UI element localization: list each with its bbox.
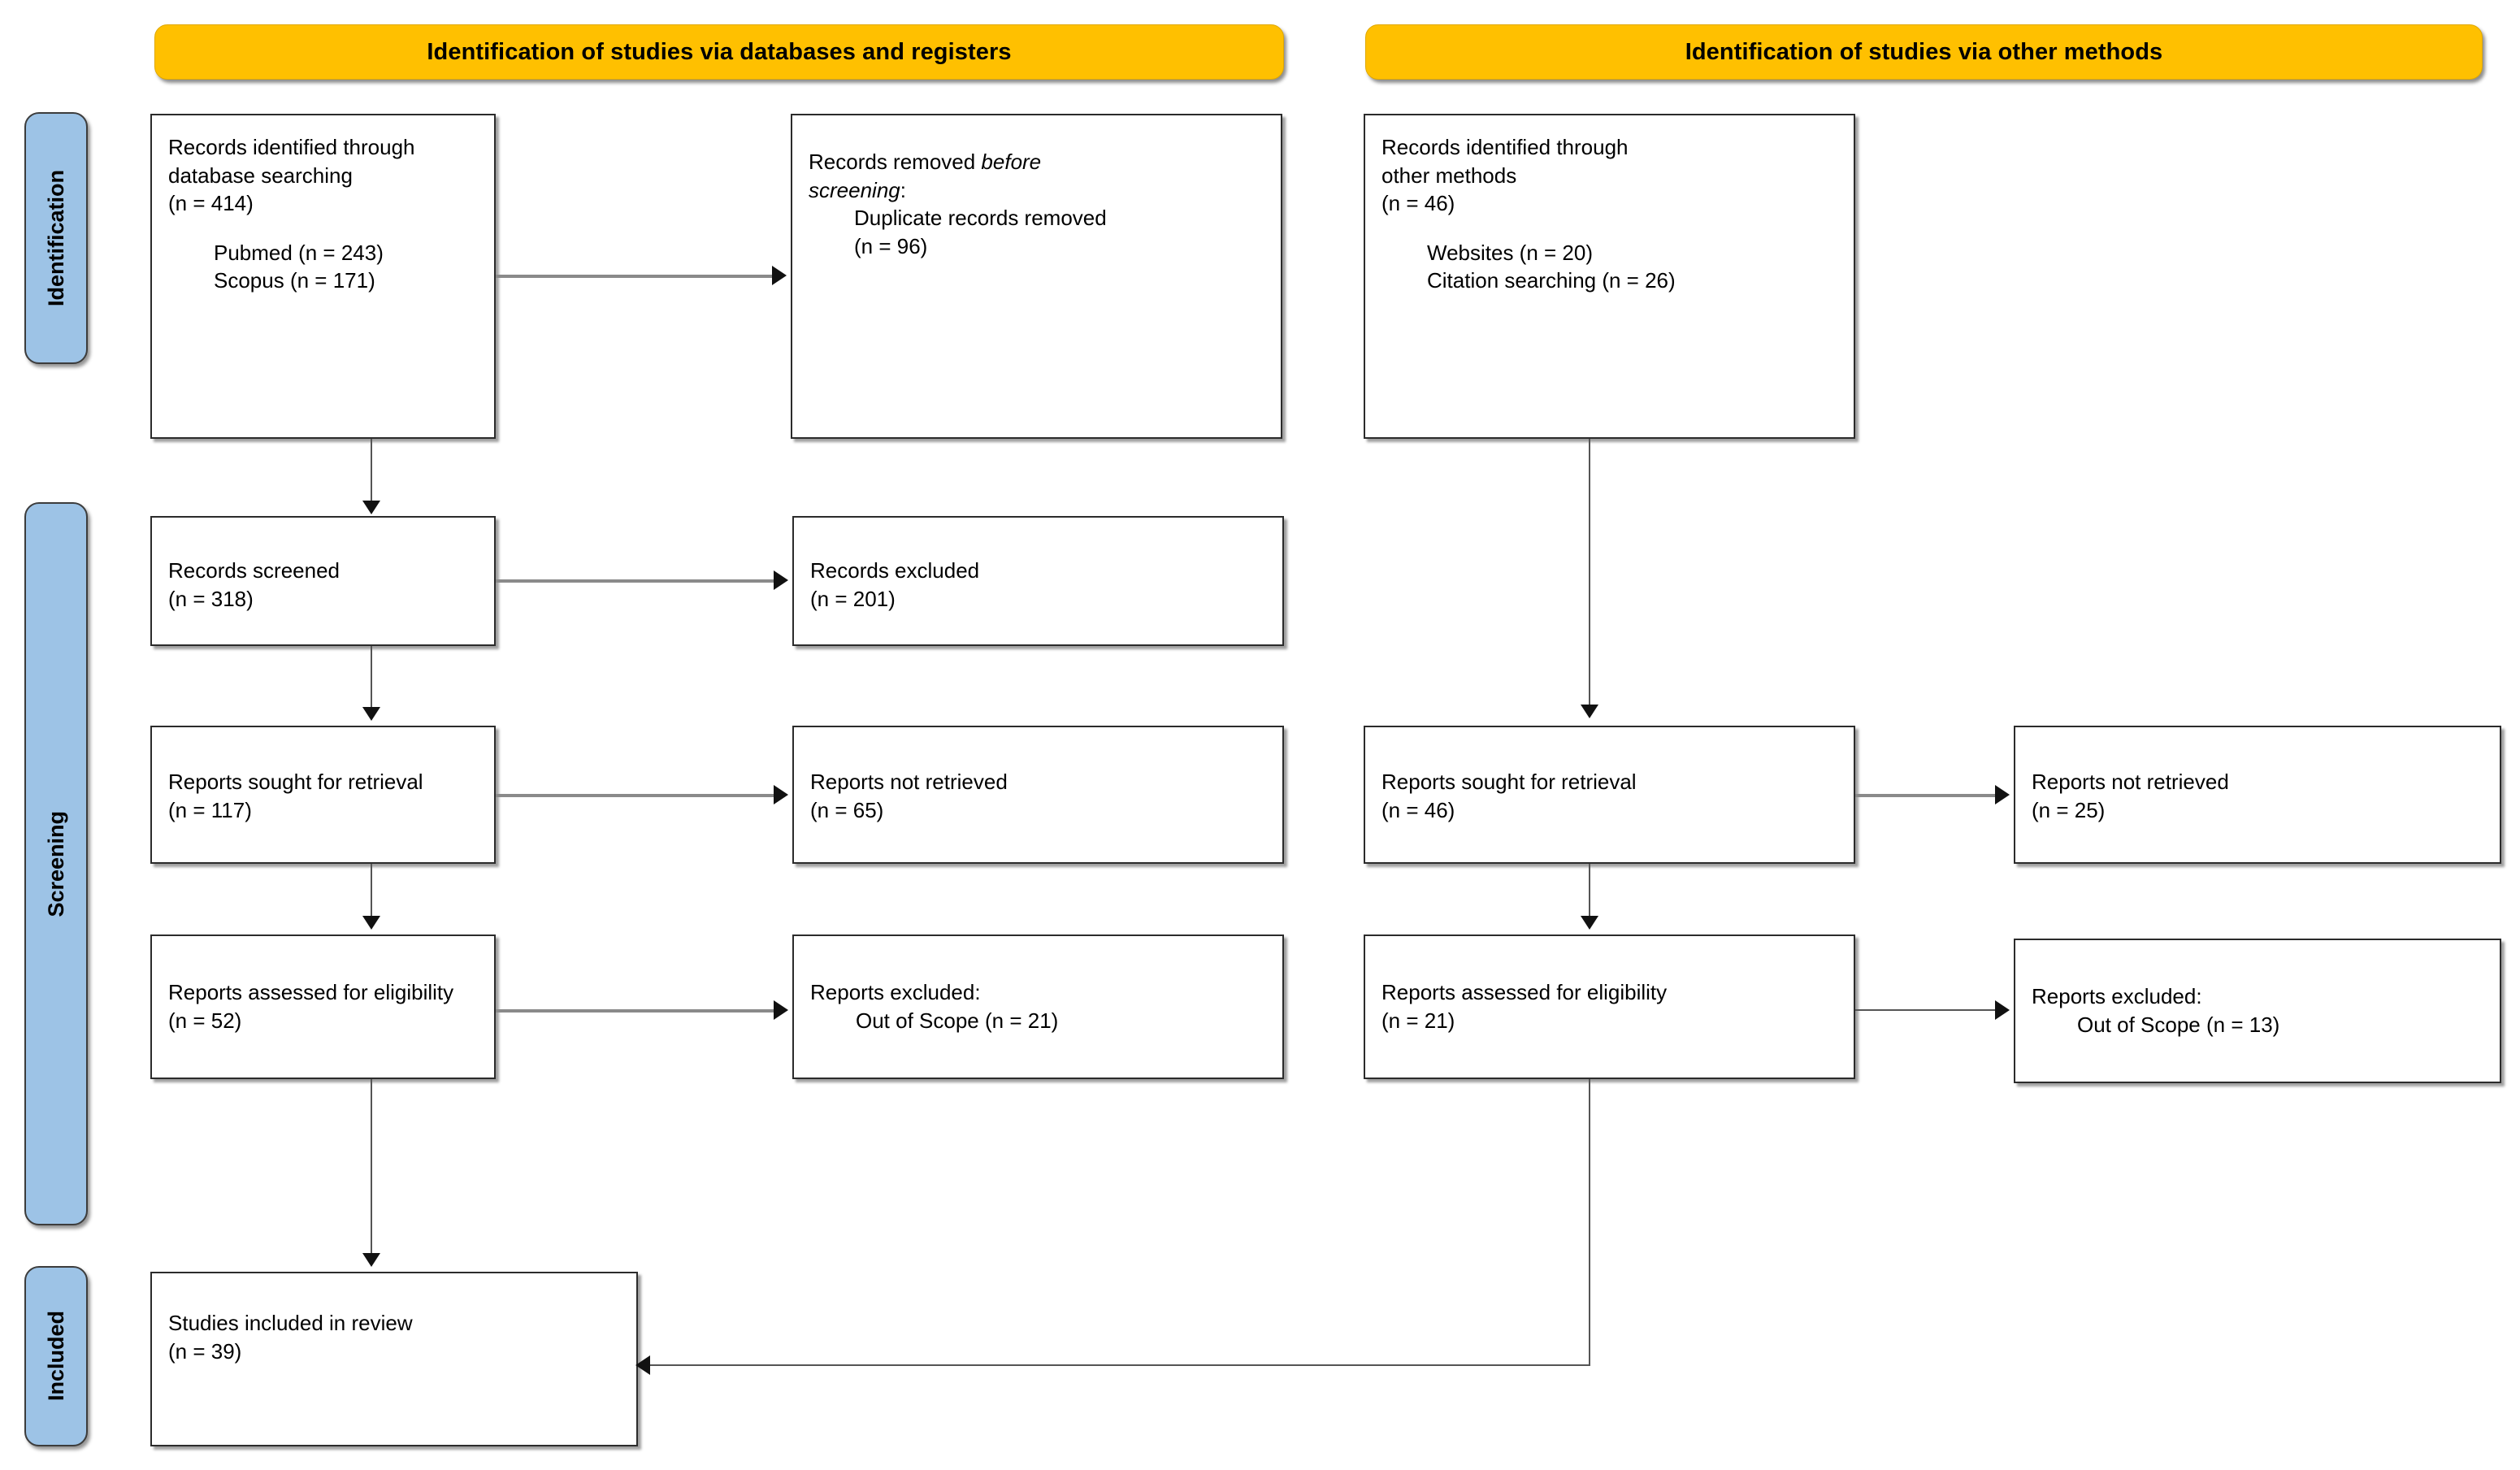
records-removed-line2: screening:: [809, 176, 1264, 205]
arrow-assessed-to-included: [362, 1253, 380, 1267]
connector-sought-to-not-retrieved-right: [1855, 794, 1995, 797]
arrow-right-elbow-to-included: [635, 1355, 650, 1375]
records-identified-other-line3: (n = 46): [1381, 191, 1455, 216]
records-identified-db-sub1: Pubmed (n = 243): [214, 240, 384, 265]
reports-excluded-right-line1: Reports excluded:: [2032, 984, 2202, 1008]
reports-assessed-right-line1: Reports assessed for eligibility: [1381, 980, 1668, 1004]
rail-included: Included: [24, 1266, 88, 1446]
reports-excluded-left-sub1: Out of Scope (n = 21): [856, 1008, 1059, 1033]
box-records-screened: Records screened (n = 318): [150, 516, 496, 646]
connector-other-to-sought-right: [1589, 439, 1590, 705]
connector-sought-to-not-retrieved-left: [496, 794, 774, 797]
records-identified-db-line3: (n = 414): [168, 191, 254, 216]
connector-identified-to-removed: [496, 275, 772, 278]
records-identified-other-sub1: Websites (n = 20): [1427, 240, 1594, 265]
rail-screening-label: Screening: [43, 810, 68, 917]
records-identified-other-sub2: Citation searching (n = 26): [1427, 268, 1676, 293]
records-excluded-line1: Records excluded: [810, 558, 980, 583]
box-reports-assessed-right: Reports assessed for eligibility (n = 21…: [1364, 934, 1855, 1079]
reports-excluded-left-line1: Reports excluded:: [810, 980, 981, 1004]
reports-excluded-right-sub1: Out of Scope (n = 13): [2077, 1012, 2280, 1037]
arrow-identified-to-screened: [362, 501, 380, 514]
reports-sought-right-line1: Reports sought for retrieval: [1381, 770, 1637, 794]
box-reports-excluded-left: Reports excluded: Out of Scope (n = 21): [792, 934, 1284, 1079]
connector-sought-to-assessed-left: [371, 864, 372, 917]
arrow-screened-to-sought: [362, 707, 380, 721]
studies-included-line1: Studies included in review: [168, 1311, 413, 1335]
box-records-identified-database: Records identified through database sear…: [150, 114, 496, 439]
connector-assessed-to-excluded-right: [1855, 1009, 1995, 1011]
box-reports-sought-left: Reports sought for retrieval (n = 117): [150, 726, 496, 864]
connector-sought-to-assessed-right: [1589, 864, 1590, 917]
banner-identification-databases: Identification of studies via databases …: [154, 24, 1284, 80]
arrow-sought-to-assessed-right: [1581, 916, 1598, 930]
reports-sought-left-line1: Reports sought for retrieval: [168, 770, 423, 794]
reports-sought-left-line2: (n = 117): [168, 797, 252, 822]
box-reports-assessed-left: Reports assessed for eligibility (n = 52…: [150, 934, 496, 1079]
records-identified-db-line2: database searching: [168, 163, 353, 188]
reports-sought-right-line2: (n = 46): [1381, 797, 1455, 822]
arrow-screened-to-excluded: [774, 570, 788, 590]
arrow-assessed-to-excluded-left: [774, 1000, 788, 1020]
arrow-identified-to-removed: [772, 266, 787, 285]
records-excluded-line2: (n = 201): [810, 586, 896, 611]
box-reports-not-retrieved-right: Reports not retrieved (n = 25): [2014, 726, 2501, 864]
rail-screening: Screening: [24, 502, 88, 1225]
banner-left-label: Identification of studies via databases …: [427, 38, 1012, 65]
records-identified-other-line2: other methods: [1381, 163, 1517, 188]
reports-assessed-right-line2: (n = 21): [1381, 1008, 1455, 1033]
records-screened-line2: (n = 318): [168, 586, 254, 611]
reports-not-retrieved-right-line1: Reports not retrieved: [2032, 770, 2229, 794]
connector-right-elbow-horizontal: [650, 1364, 1590, 1366]
box-reports-not-retrieved-left: Reports not retrieved (n = 65): [792, 726, 1284, 864]
connector-assessed-to-included: [371, 1079, 372, 1254]
box-records-identified-other-methods: Records identified through other methods…: [1364, 114, 1855, 439]
studies-included-line2: (n = 39): [168, 1338, 242, 1364]
reports-assessed-left-line1: Reports assessed for eligibility: [168, 980, 454, 1004]
reports-not-retrieved-left-line1: Reports not retrieved: [810, 770, 1008, 794]
spacer: [1381, 218, 1837, 239]
records-removed-line1-emph: before: [981, 150, 1042, 174]
records-removed-sub2: (n = 96): [854, 233, 928, 258]
reports-assessed-left-line2: (n = 52): [168, 1008, 242, 1033]
records-identified-other-line1: Records identified through: [1381, 135, 1629, 159]
box-reports-sought-right: Reports sought for retrieval (n = 46): [1364, 726, 1855, 864]
records-removed-line1: Records removed before: [809, 148, 1264, 176]
connector-screened-to-sought: [371, 646, 372, 708]
connector-right-elbow-vertical: [1589, 1079, 1590, 1365]
spacer: [168, 218, 478, 239]
rail-identification: Identification: [24, 112, 88, 364]
arrow-sought-to-not-retrieved-right: [1995, 785, 2010, 804]
connector-screened-to-excluded: [496, 579, 774, 583]
box-records-removed-before-screening: Records removed before screening: Duplic…: [791, 114, 1282, 439]
banner-right-label: Identification of studies via other meth…: [1685, 38, 2163, 65]
reports-not-retrieved-right-line2: (n = 25): [2032, 797, 2106, 822]
records-removed-sub1: Duplicate records removed: [854, 206, 1107, 231]
arrow-other-to-sought-right: [1581, 705, 1598, 718]
records-removed-line2-emph: screening: [809, 177, 900, 202]
rail-included-label: Included: [43, 1311, 68, 1402]
box-reports-excluded-right: Reports excluded: Out of Scope (n = 13): [2014, 939, 2501, 1083]
records-identified-db-line1: Records identified through: [168, 135, 415, 159]
records-removed-line1-text: Records removed: [809, 150, 982, 174]
records-identified-db-sub2: Scopus (n = 171): [214, 268, 375, 293]
arrow-sought-to-not-retrieved-left: [774, 785, 788, 804]
arrow-sought-to-assessed-left: [362, 916, 380, 930]
arrow-assessed-to-excluded-right: [1995, 1000, 2010, 1020]
records-removed-line2-tail: :: [900, 177, 906, 202]
reports-not-retrieved-left-line2: (n = 65): [810, 797, 884, 822]
connector-identified-to-screened: [371, 439, 372, 502]
box-records-excluded: Records excluded (n = 201): [792, 516, 1284, 646]
connector-assessed-to-excluded-left: [496, 1009, 774, 1013]
banner-identification-other-methods: Identification of studies via other meth…: [1365, 24, 2483, 80]
box-studies-included: Studies included in review (n = 39): [150, 1272, 638, 1446]
records-screened-line1: Records screened: [168, 558, 340, 583]
rail-identification-label: Identification: [43, 170, 68, 306]
